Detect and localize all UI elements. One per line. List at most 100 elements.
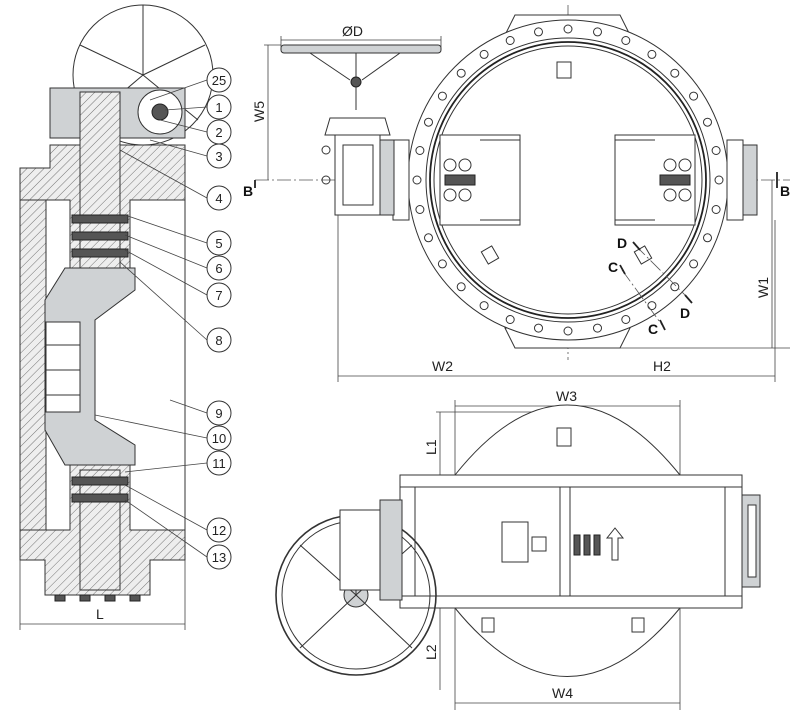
svg-text:3: 3 (215, 149, 222, 164)
bolt-hole (456, 68, 466, 78)
top-gearbox-cover (379, 499, 403, 601)
top-disc-arc-lower (453, 607, 682, 677)
callout-1: 1 (206, 94, 232, 120)
callout-2: 2 (206, 119, 232, 145)
front-view: ØD W5 B B C C D (243, 5, 790, 382)
section-stem-lower (79, 469, 121, 591)
callout-25: 25 (206, 67, 232, 93)
dimension-W2-label: W2 (432, 358, 453, 374)
front-handwheel (280, 44, 442, 110)
front-disc-rib-left (439, 134, 521, 226)
section-marker-B-right: B (776, 172, 790, 199)
dimension-W4: W4 (454, 608, 681, 710)
bolt-hole (689, 91, 699, 101)
bolt-hole (621, 36, 631, 45)
section-gear-hub (151, 103, 169, 121)
section-packing-lower (71, 476, 129, 503)
bolt-hole (703, 233, 712, 243)
callout-12: 12 (206, 517, 232, 543)
bolt-hole (424, 117, 433, 127)
callout-6: 6 (206, 255, 232, 281)
bolt-hole (479, 301, 489, 311)
bolt-hole (424, 233, 433, 243)
top-body-bottom-band (399, 595, 743, 609)
top-end-cap-right (747, 504, 757, 578)
svg-text:7: 7 (215, 288, 222, 303)
front-flange-inner (425, 37, 711, 323)
bolt-hole (563, 24, 573, 34)
callout-13: 13 (206, 544, 232, 570)
top-flow-arrow (573, 527, 625, 561)
front-disc-rib-right (614, 134, 696, 226)
bolt-hole (415, 205, 425, 214)
svg-text:8: 8 (215, 333, 222, 348)
front-left-trunnion (392, 139, 410, 221)
bolt-hole (670, 282, 680, 292)
top-nameplate-small (531, 536, 547, 552)
front-gear-actuator (321, 117, 395, 216)
section-body-left-wall (19, 199, 47, 531)
dimension-W2-H2: W2 H2 (337, 215, 776, 382)
bolt-hole (412, 175, 422, 185)
bolt-hole (711, 205, 721, 214)
svg-text:13: 13 (212, 550, 226, 565)
callout-9: 9 (206, 400, 232, 426)
dimension-D: ØD (280, 23, 442, 48)
bolt-hole (689, 259, 699, 269)
svg-text:4: 4 (215, 191, 222, 206)
dimension-H2-label: H2 (653, 358, 671, 374)
bolt-hole (505, 36, 515, 45)
section-disc (44, 267, 136, 466)
dimension-L-label: L (96, 606, 104, 622)
top-view: W3 L1 (275, 388, 761, 710)
front-plug-left (480, 245, 500, 265)
front-bolt-holes (412, 24, 724, 336)
section-marker-C-bottom: C (648, 319, 666, 337)
svg-text:11: 11 (212, 456, 226, 471)
bolt-hole (647, 301, 657, 311)
dimension-W5-label: W5 (251, 101, 267, 122)
bolt-hole (593, 27, 602, 37)
bolt-hole (621, 315, 631, 324)
dimension-L: L (19, 560, 186, 630)
bolt-hole (647, 49, 657, 59)
svg-text:10: 10 (212, 431, 226, 446)
top-nameplate (501, 521, 529, 563)
bolt-hole (505, 315, 515, 324)
callout-4: 4 (206, 185, 232, 211)
dimension-W1: W1 (568, 180, 790, 349)
callout-11: 11 (206, 450, 232, 476)
svg-text:25: 25 (212, 73, 226, 88)
section-marker-C-top: C (608, 259, 626, 275)
svg-text:D: D (680, 305, 690, 321)
svg-text:12: 12 (212, 523, 226, 538)
front-seat-ring (429, 41, 707, 319)
dimension-W1-label: W1 (755, 277, 771, 298)
callout-8: 8 (206, 327, 232, 353)
section-packing-upper (71, 214, 129, 258)
front-right-cap (742, 144, 758, 216)
bolt-hole (534, 323, 543, 333)
front-right-trunnion (726, 139, 744, 221)
dimension-L2: L2 (423, 608, 441, 690)
section-view: L 25 1 2 (19, 4, 232, 630)
svg-text:2: 2 (215, 125, 222, 140)
bolt-hole (563, 326, 573, 336)
bolt-hole (711, 146, 721, 155)
bolt-hole (456, 282, 466, 292)
section-marker-D-top: D (617, 235, 641, 251)
dimension-W5: W5 (251, 44, 281, 180)
top-lug-upper (556, 427, 572, 447)
section-disc-seal (45, 321, 81, 413)
svg-text:B: B (243, 183, 253, 199)
bolt-hole (479, 49, 489, 59)
bolt-hole (703, 117, 712, 127)
svg-text:1: 1 (215, 100, 222, 115)
svg-text:D: D (617, 235, 627, 251)
bolt-hole (714, 175, 724, 185)
callout-7: 7 (206, 282, 232, 308)
bolt-hole (534, 27, 543, 37)
callout-leaders (94, 79, 208, 558)
svg-text:9: 9 (215, 406, 222, 421)
